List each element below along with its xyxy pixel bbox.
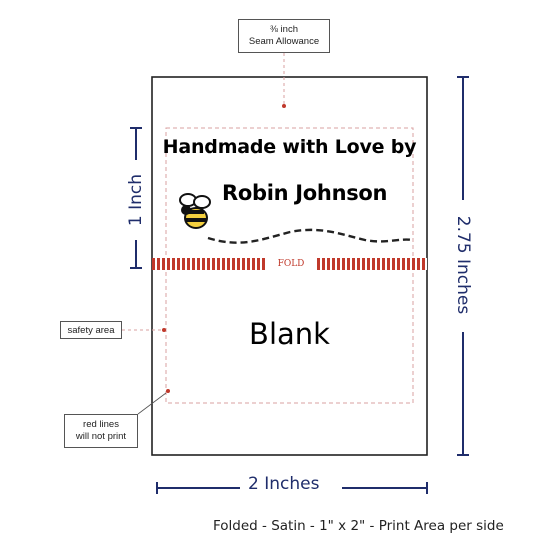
bee-icon — [179, 193, 211, 229]
height-label: 2.75 Inches — [453, 215, 473, 315]
inch-dimension — [130, 127, 142, 269]
bee-trail — [207, 228, 413, 244]
width-label: 2 Inches — [248, 474, 320, 494]
blank-text: Blank — [249, 317, 330, 351]
seam-callout-line-2: Seam Allowance — [248, 36, 320, 47]
redlines-marker — [166, 389, 170, 393]
width-dimension — [156, 482, 428, 494]
seam-callout-line-1: ⅜ inch — [270, 24, 298, 35]
red-lines-callout: red lines will not print — [64, 414, 138, 448]
safety-marker — [162, 328, 166, 332]
footer-caption: Folded - Satin - 1" x 2" - Print Area pe… — [213, 518, 504, 534]
redlines-callout-line-2: will not print — [75, 431, 127, 442]
seam-marker — [282, 104, 286, 108]
height-dimension — [457, 76, 469, 456]
section-height-label: 1 Inch — [126, 173, 146, 227]
label-line-2: Robin Johnson — [222, 181, 388, 205]
safety-area-callout: safety area — [60, 321, 122, 339]
label-line-1: Handmade with Love by — [162, 136, 417, 158]
redlines-leader — [137, 392, 167, 415]
redlines-callout-line-1: red lines — [83, 419, 119, 430]
seam-allowance-callout: ⅜ inch Seam Allowance — [238, 19, 330, 53]
fold-text: FOLD — [266, 258, 316, 270]
